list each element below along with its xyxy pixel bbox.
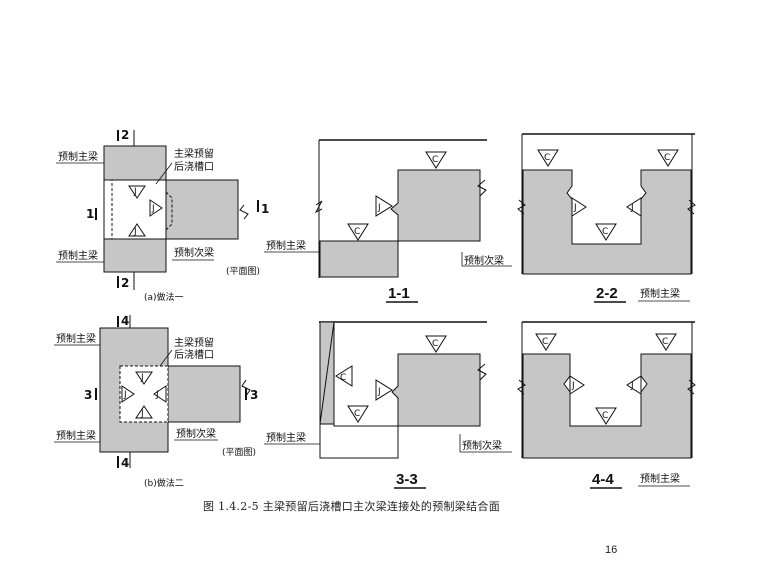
contact-symbol-label: C [340,373,346,383]
joint-symbol-label: J [377,203,381,213]
contact-symbol-label: C [544,153,550,163]
contact-symbol-label: C [664,153,670,163]
contact-symbol-icon [335,365,353,387]
contact-symbol-icon [425,151,447,169]
contact-symbol-icon [347,223,369,241]
contact-symbol-label: C [602,227,608,237]
label-secondary-beam: 预制次梁 [464,254,504,267]
page-number: 16 [605,544,618,556]
label-main-beam: 预制主梁 [266,431,306,444]
joint-symbol-label: J [133,227,137,237]
joint-symbol-icon [153,385,167,403]
joint-symbol-label: J [630,203,634,213]
contact-symbol-label: C [432,155,438,165]
label-reserved-slot: 后浇槽口 [174,160,214,173]
section-title-1-1: 1-1 [388,285,410,302]
section-mark-2-top: 2 [121,128,129,142]
label-main-beam: 预制主梁 [58,150,98,163]
joint-symbol-icon [571,197,587,217]
section-title-3-3: 3-3 [396,471,418,488]
section-mark-4-bottom: 4 [121,456,129,470]
label-plan-view: (平面图) [222,447,256,458]
contact-symbol-icon [595,407,617,425]
joint-symbol-label: J [123,390,127,400]
label-main-beam: 预制主梁 [640,287,680,300]
joint-symbol-icon [121,385,135,403]
joint-symbol-icon [626,197,642,217]
joint-symbol-icon [375,195,393,217]
plan-view-b: 4 4 3 3 J J J J 预制主梁 预制主梁 主梁预留 后浇槽口 预制次梁… [54,314,258,489]
contact-symbol-icon [535,333,557,351]
joint-symbol-label: J [151,204,155,214]
section-mark-1-left: 1 [86,207,94,221]
section-mark-4-top: 4 [121,314,129,328]
section-2-2: C C C J J 2-2 预制主梁 [517,133,696,303]
joint-symbol-icon [128,223,146,237]
contact-symbol-icon [425,335,447,353]
figure-caption: 图 1.4.2-5 主梁预留后浇槽口主次梁连接处的预制梁结合面 [203,500,500,513]
label-secondary-beam: 预制次梁 [462,439,502,452]
contact-symbol-label: C [354,409,360,419]
section-title-2-2: 2-2 [596,285,618,302]
section-title-4-4: 4-4 [592,471,614,488]
joint-symbol-icon [569,375,585,395]
label-secondary-beam: 预制次梁 [174,246,214,259]
joint-symbol-label: J [377,387,381,397]
joint-symbol-label: J [140,409,144,419]
label-main-beam: 预制主梁 [56,332,96,345]
joint-symbol-icon [128,185,146,199]
joint-symbol-label: J [573,203,577,213]
joint-symbol-label: J [155,390,159,400]
joint-symbol-label: J [571,381,575,391]
contact-symbol-icon [657,149,679,167]
section-mark-2-bottom: 2 [121,276,129,290]
section-4-4: C C C J J 4-4 预制主梁 [517,321,696,489]
label-main-beam: 预制主梁 [56,429,96,442]
contact-symbol-label: C [432,339,438,349]
joint-symbol-icon [149,199,163,217]
section-1-1: C C J 预制主梁 预制次梁 1-1 [264,139,512,303]
contact-symbol-label: C [602,411,608,421]
contact-symbol-icon [595,223,617,241]
label-main-beam: 预制主梁 [266,239,306,252]
contact-symbol-icon [655,333,677,351]
joint-symbol-icon [375,379,393,401]
joint-symbol-label: J [630,381,634,391]
contact-symbol-icon [347,405,369,423]
label-secondary-beam: 预制次梁 [176,427,216,440]
label-reserved-slot: 主梁预留 [174,336,214,349]
contact-symbol-label: C [542,337,548,347]
joint-symbol-icon [626,375,642,395]
label-method-a: (a)做法一 [144,291,184,303]
label-method-b: (b)做法二 [144,477,184,489]
section-mark-1-right: 1 [261,202,269,216]
label-main-beam: 预制主梁 [640,472,680,485]
joint-symbol-icon [135,405,153,419]
contact-symbol-label: C [662,337,668,347]
label-plan-view: (平面图) [226,266,260,277]
section-mark-3-left: 3 [84,388,92,402]
label-reserved-slot: 后浇槽口 [174,348,214,361]
plan-view-a: 2 2 1 1 J J J 预制主梁 预制主梁 主梁预留 后浇槽口 预制次梁 (… [56,128,269,303]
contact-symbol-icon [537,149,559,167]
label-reserved-slot: 主梁预留 [174,147,214,160]
section-3-3: C C C J 预制主梁 预制次梁 3-3 [264,321,512,489]
label-main-beam: 预制主梁 [58,249,98,262]
joint-symbol-label: J [133,187,137,197]
joint-symbol-label: J [140,373,144,383]
contact-symbol-label: C [354,227,360,237]
joint-symbol-icon [135,371,153,385]
section-mark-3-right: 3 [250,388,258,402]
